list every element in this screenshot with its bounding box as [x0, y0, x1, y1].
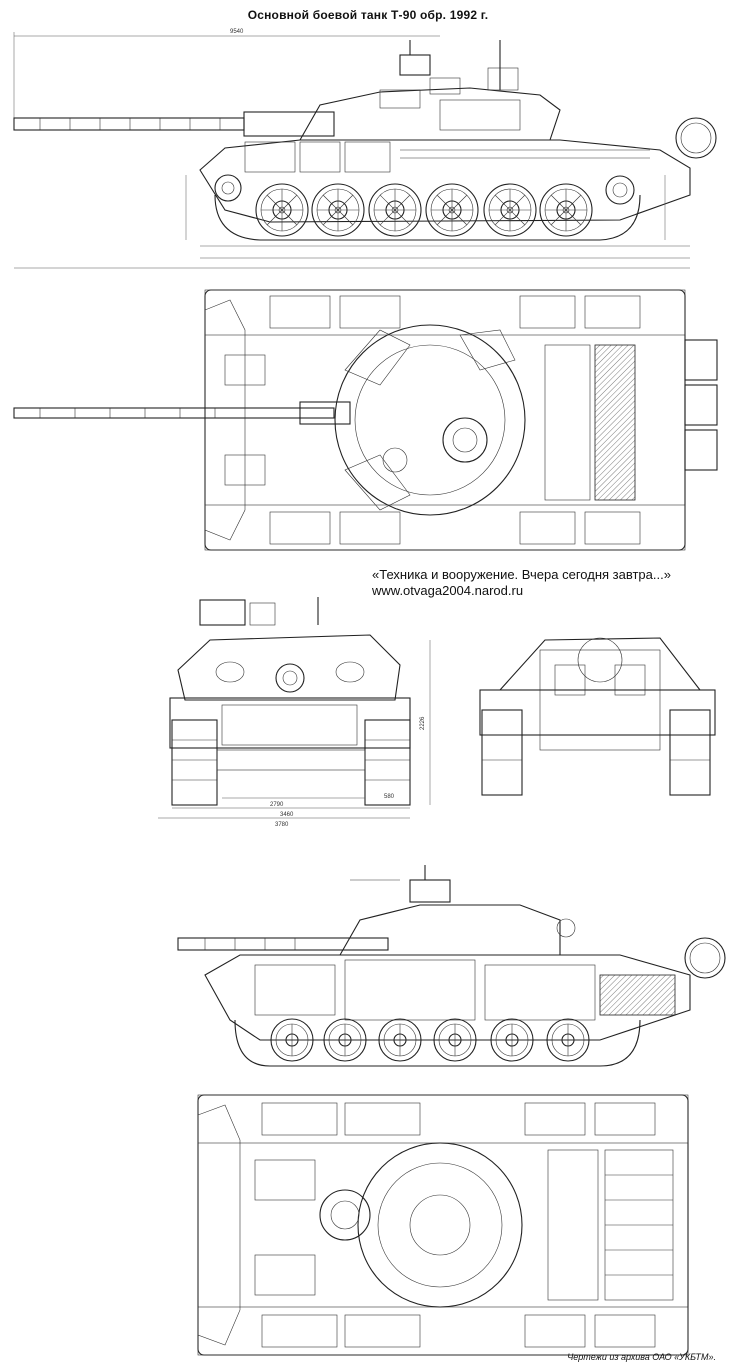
- side-view: 9540: [13, 29, 717, 269]
- rear-view: [479, 637, 716, 796]
- caption-journal-title: «Техника и вооружение. Вчера сегодня зав…: [372, 567, 671, 582]
- archive-credit: Чертежи из архива ОАО «УКБТМ».: [567, 1352, 716, 1362]
- dim-width-b: 3780: [275, 822, 289, 828]
- drawing-title: Основной боевой танк Т-90 обр. 1992 г.: [247, 8, 489, 22]
- section-side-view: [177, 865, 726, 1067]
- top-view: [13, 289, 718, 551]
- dim-top-length: 9540: [230, 29, 244, 35]
- front-view: 2790 3460 3780 580 2226: [158, 597, 431, 828]
- section-top-view: [197, 1094, 689, 1356]
- dim-width-a: 3460: [280, 812, 294, 818]
- caption-website: www.otvaga2004.narod.ru: [372, 583, 524, 598]
- source-caption: «Техника и вооружение. Вчера сегодня зав…: [372, 567, 671, 599]
- dim-track-gauge: 2790: [270, 802, 284, 808]
- dim-track-width: 580: [384, 794, 395, 800]
- dim-height: 2226: [420, 716, 426, 730]
